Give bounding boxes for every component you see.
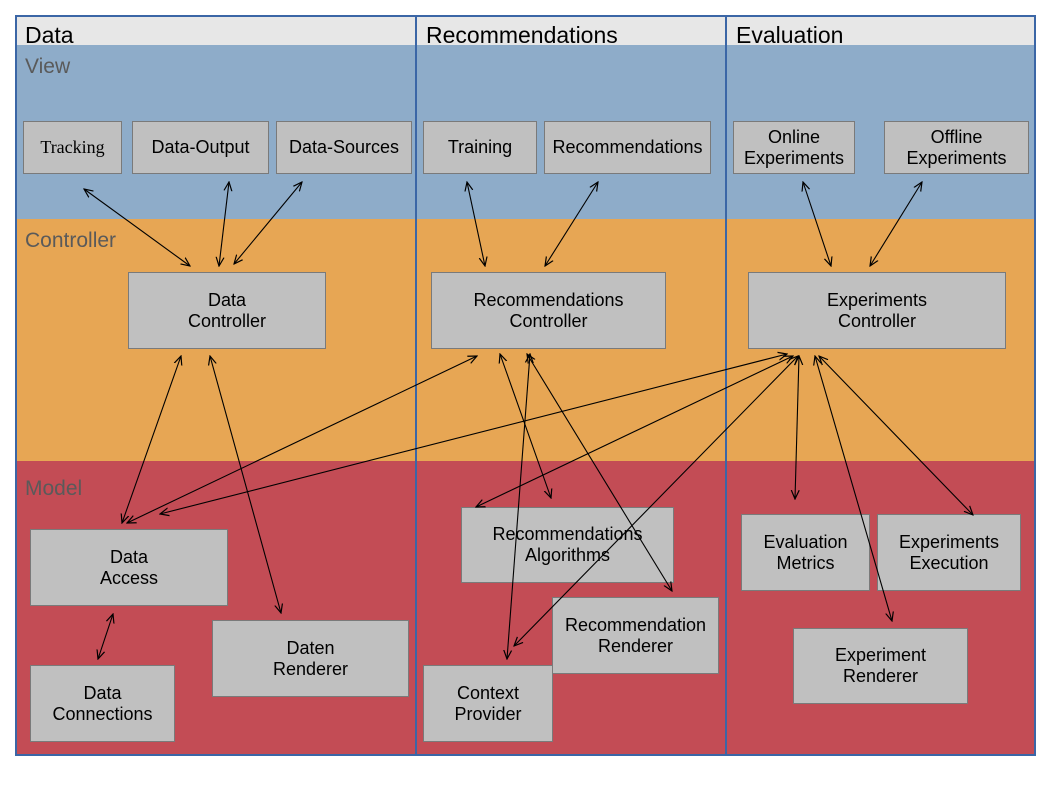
arrow-experiments-controller-experiment-renderer — [815, 356, 892, 621]
online-experiments-box: Online Experiments — [733, 121, 855, 174]
column-title-recommendations: Recommendations — [426, 22, 618, 48]
arrow-offline-experiments-experiments-controller — [870, 182, 922, 266]
arrow-recommendations-controller-context-provider — [507, 354, 530, 659]
column-title-data: Data — [25, 22, 74, 48]
data-sources-box: Data-Sources — [276, 121, 412, 174]
arrow-experiments-controller-experiments-execution — [819, 356, 973, 515]
experiments-execution-box: Experiments Execution — [877, 514, 1021, 591]
arrow-experiments-controller-evaluation-metrics — [795, 356, 799, 499]
recommendations-controller-box: Recommendations Controller — [431, 272, 666, 349]
offline-experiments-box: Offline Experiments — [884, 121, 1029, 174]
arrow-data-controller-data-access — [122, 356, 181, 523]
data-connections-box: Data Connections — [30, 665, 175, 742]
data-output-box: Data-Output — [132, 121, 269, 174]
training-box: Training — [423, 121, 537, 174]
layer-label-model: Model — [25, 477, 83, 500]
arrow-tracking-data-controller — [84, 189, 190, 266]
arrow-training-recommendations-controller — [467, 182, 485, 266]
experiment-renderer-box: Experiment Renderer — [793, 628, 968, 704]
tracking-box: Tracking — [23, 121, 122, 174]
arrow-data-output-data-controller — [219, 182, 229, 266]
arrow-recommendations-controller-algorithms — [500, 354, 551, 498]
context-provider-box: Context Provider — [423, 665, 553, 742]
arrow-experiments-controller-context-provider — [514, 356, 798, 646]
column-title-evaluation: Evaluation — [736, 22, 844, 48]
arrow-recommendations-controller-data-access — [127, 356, 477, 523]
arrow-experiments-controller-data-access — [160, 354, 787, 514]
data-access-box: Data Access — [30, 529, 228, 606]
layer-label-view: View — [25, 55, 71, 78]
recommendations-view-box: Recommendations — [544, 121, 711, 174]
data-controller-box: Data Controller — [128, 272, 326, 349]
column-header-strip — [16, 15, 1035, 45]
arrow-online-experiments-experiments-controller — [803, 182, 831, 266]
arrow-recommendations-view-recommendations-controller — [545, 182, 598, 266]
arrow-data-access-data-connections — [98, 614, 113, 659]
daten-renderer-box: Daten Renderer — [212, 620, 409, 697]
arrow-data-sources-data-controller — [234, 182, 302, 264]
arrow-data-controller-daten-renderer — [210, 356, 281, 613]
experiments-controller-box: Experiments Controller — [748, 272, 1006, 349]
arrow-experiments-controller-algorithms — [476, 356, 793, 507]
